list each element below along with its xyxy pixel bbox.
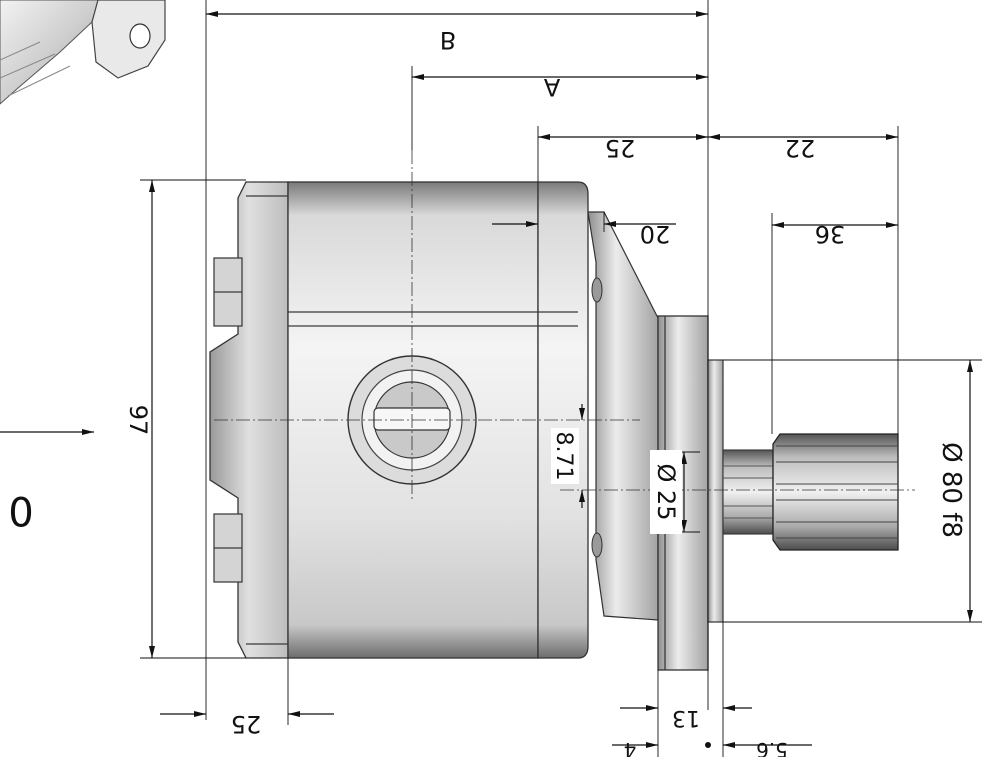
dim-rear-cover-length: 25 xyxy=(231,710,262,738)
dim-overall-length: B xyxy=(440,26,456,54)
dimension-labels: B A 25 22 20 36 97 8.71 Ø 25 Ø 80 f8 25 … xyxy=(124,26,966,762)
pump-body xyxy=(209,181,899,671)
dim-flange-thickness: 13 xyxy=(672,705,700,730)
extension-lines xyxy=(140,0,982,757)
dimension-lines xyxy=(149,11,973,748)
centerlines xyxy=(214,150,915,500)
view-marker-letter: 0 xyxy=(8,487,33,533)
dim-port-axis-offset: 8.71 xyxy=(551,432,576,481)
dim-body-height: 97 xyxy=(124,405,152,436)
dim-port-offset: 20 xyxy=(640,220,671,248)
dim-spline-length: 36 xyxy=(815,220,846,248)
dim-shaft-length: 22 xyxy=(785,134,816,162)
dim-small-right: 5.6 xyxy=(756,738,788,757)
isometric-thumbnail xyxy=(0,0,166,105)
dim-shaft-diameter: Ø 25 xyxy=(652,463,680,520)
dim-pilot-diameter: Ø 80 f8 xyxy=(936,442,966,538)
dim-body-to-flange: 25 xyxy=(605,134,636,162)
dim-small-left: 4 xyxy=(624,738,637,757)
dim-center-to-flange: A xyxy=(543,73,560,101)
